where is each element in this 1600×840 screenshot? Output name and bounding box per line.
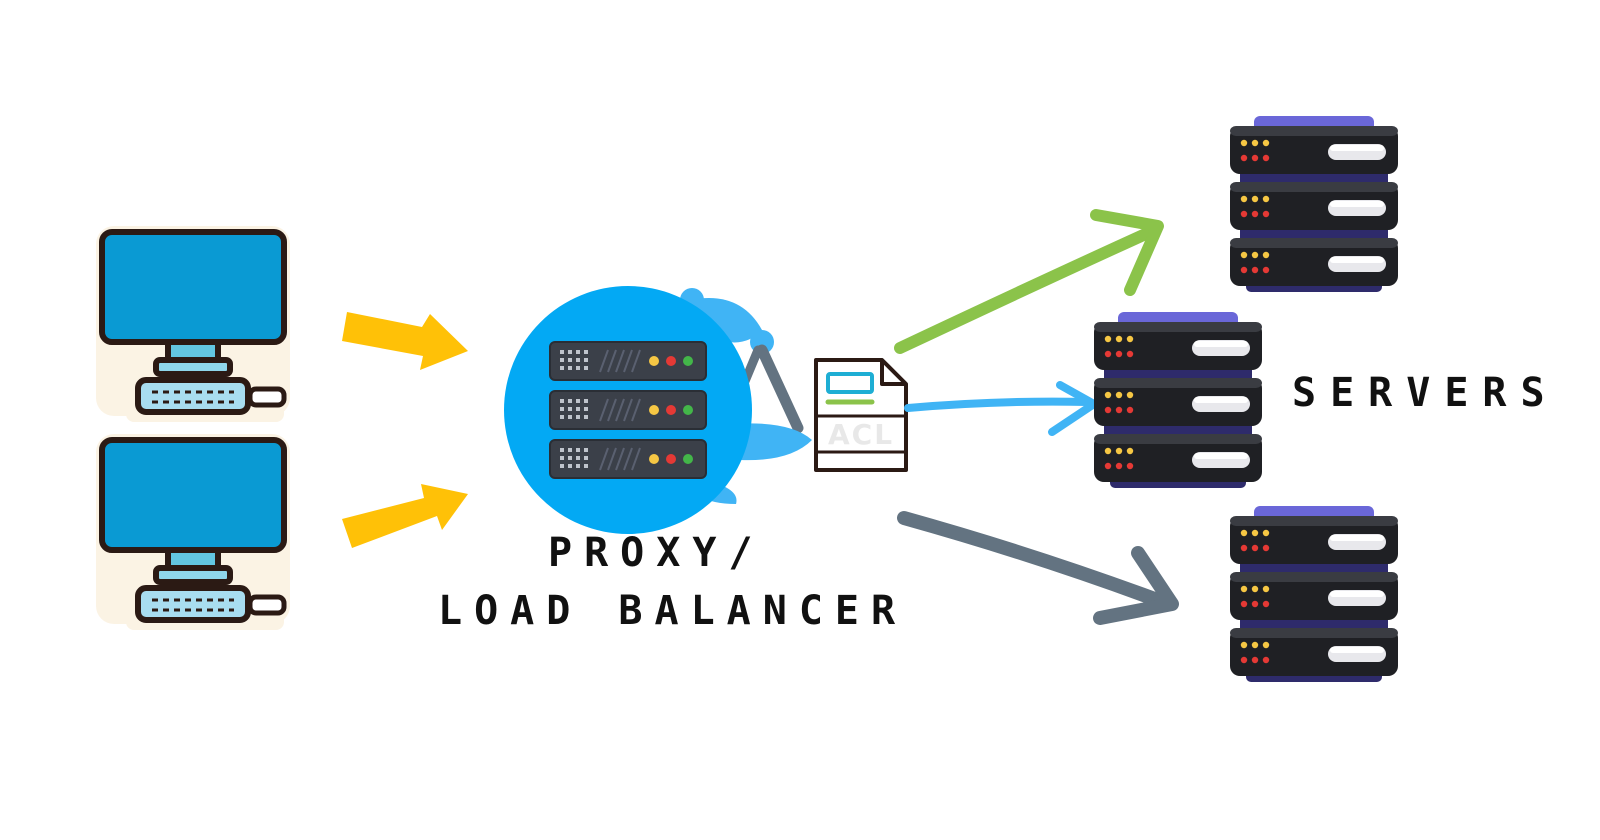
proxy-label-line2: LOAD BALANCER: [438, 588, 908, 634]
route-arrow-middle: [904, 381, 1098, 436]
server-stack-icon: [1094, 312, 1262, 488]
acl-document-icon: ACL: [814, 358, 908, 472]
acl-text: ACL: [828, 418, 894, 451]
server-stack-icon: [1230, 116, 1398, 292]
client-arrow-top: [342, 312, 468, 370]
servers-label: SERVERS: [1292, 370, 1559, 416]
client-arrow-bottom: [342, 484, 468, 548]
backend-server-top: [1230, 116, 1398, 292]
server-rack-icon: [549, 341, 707, 381]
client-computer-2: [96, 434, 290, 630]
server-stack-icon: [1230, 506, 1398, 682]
proxy-label-line1: PROXY/: [548, 530, 765, 576]
client-computer-1: [96, 226, 290, 422]
proxy-server-icon: [504, 286, 752, 534]
route-arrow-top: [894, 209, 1164, 354]
backend-server-bottom: [1230, 506, 1398, 682]
route-arrow-bottom: [897, 511, 1179, 625]
desktop-computer-icon: [96, 434, 290, 630]
desktop-computer-icon: [96, 226, 290, 422]
backend-server-middle: [1094, 312, 1262, 488]
